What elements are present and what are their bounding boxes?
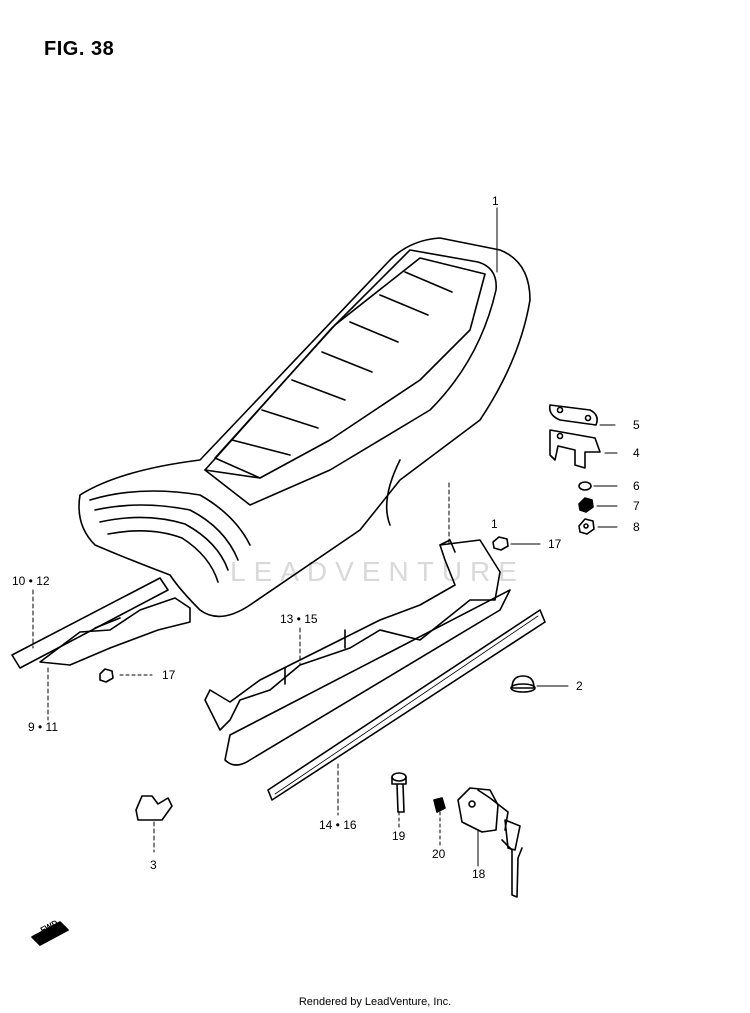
grommet-part-2 [510, 675, 536, 693]
callout-13-15: 13 • 15 [280, 612, 318, 626]
callout-20: 20 [432, 847, 446, 861]
seat-trim-strip [267, 609, 546, 801]
washer-part-6 [578, 481, 592, 491]
callout-8: 8 [633, 520, 640, 534]
fwd-arrow-icon [31, 921, 69, 946]
callout-2: 2 [576, 679, 583, 693]
callout-17a: 17 [548, 537, 562, 551]
seat-frame-rail [204, 539, 511, 766]
leader-lines [32, 207, 618, 867]
footer-credit: Rendered by LeadVenture, Inc. [298, 996, 452, 1008]
callout-6: 6 [633, 479, 640, 493]
watermark: LEADVENTURE [230, 556, 525, 587]
nut-part-7 [578, 497, 594, 513]
callout-1: 1 [492, 194, 499, 208]
seat-hinge-bracket [11, 577, 191, 669]
callout-3: 3 [150, 858, 157, 872]
callout-5: 5 [633, 418, 640, 432]
callout-9-11: 9 • 11 [28, 720, 58, 734]
clip-part-3 [135, 795, 173, 821]
callout-18: 18 [472, 867, 486, 881]
nut-part-8 [578, 518, 595, 535]
seat-part [78, 237, 531, 618]
callout-19: 19 [392, 829, 406, 843]
callout-14-16: 14 • 16 [319, 818, 357, 832]
callout-7: 7 [633, 499, 640, 513]
collar-part-20 [433, 797, 446, 813]
callout-17b: 17 [162, 668, 176, 682]
figure-title: FIG. 38 [44, 38, 115, 60]
bolt-part-19 [391, 772, 407, 813]
hook-part-4 [549, 429, 601, 469]
nut-part-17b [99, 668, 114, 683]
lock-part-18 [457, 787, 523, 898]
callout-1b: 1 [491, 517, 498, 531]
plate-part-5 [548, 404, 598, 426]
nut-part-17a [492, 536, 509, 551]
callout-10-12: 10 • 12 [12, 574, 50, 588]
callout-4: 4 [633, 446, 640, 460]
